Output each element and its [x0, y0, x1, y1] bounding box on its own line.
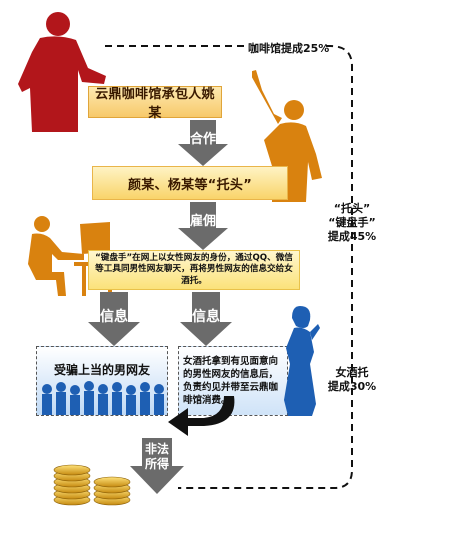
victims-label: 受骗上当的男网友: [53, 363, 150, 377]
hire-arrow-icon: [178, 202, 228, 250]
return-curve-arrow-icon: [168, 396, 235, 436]
crowd-silhouette-icon: [42, 381, 164, 415]
keyboard-operator-box: “键盘手”在网上以女性网友的身份，通过QQ、微信等工具同男性网友聊天，再将男性网…: [88, 250, 300, 290]
shill-keyboard-cut-line3: 提成45%: [327, 230, 377, 243]
shills-box: 颜某、杨某等“托头”: [92, 166, 288, 200]
wine-shill-desc: 女酒托拿到有见面意向的男性网友的信息后，负责约见并带至云鼎咖啡馆消费。: [183, 356, 279, 406]
shill-keyboard-cut-label: “托头” “键盘手” 提成45%: [322, 202, 382, 244]
illegal-gains-arrow-icon: [130, 438, 184, 494]
wine-shill-cut-label: 女酒托 提成30%: [322, 366, 382, 394]
shill-keyboard-cut-line2: “键盘手”: [328, 216, 376, 229]
cafe-cut-label: 咖啡馆提成25%: [248, 42, 330, 55]
shills-label: 颜某、杨某等“托头”: [127, 177, 253, 193]
illegal-gains-line1: 非法: [144, 442, 169, 456]
contractor-silhouette-icon: [18, 12, 106, 132]
wine-shill-cut-line1: 女酒托: [335, 366, 369, 379]
info-arrow-left-icon: [88, 292, 140, 346]
wine-shill-cut-line2: 提成30%: [327, 380, 377, 393]
wine-shill-silhouette-icon: [284, 306, 320, 416]
illegal-gains-line2: 所得: [144, 457, 169, 471]
info-left-label: 信息: [100, 309, 128, 325]
info-right-label: 信息: [192, 309, 220, 325]
cooperate-label: 合作: [189, 132, 216, 147]
keyboard-operator-desc: “键盘手”在网上以女性网友的身份，通过QQ、微信等工具同男性网友聊天，再将男性网…: [95, 252, 293, 286]
wine-shill-box: 女酒托拿到有见面意向的男性网友的信息后，负责约见并带至云鼎咖啡馆消费。: [178, 346, 288, 416]
gold-coins-icon: [53, 464, 131, 506]
cooperate-arrow-icon: [178, 120, 228, 166]
victims-box: 受骗上当的男网友: [36, 346, 168, 416]
contractor-label: 云鼎咖啡馆承包人姚某: [95, 87, 215, 121]
hire-label: 雇佣: [189, 214, 216, 229]
info-arrow-right-icon: [180, 292, 232, 346]
contractor-box: 云鼎咖啡馆承包人姚某: [88, 86, 222, 121]
shill-keyboard-cut-line1: “托头”: [333, 202, 371, 215]
